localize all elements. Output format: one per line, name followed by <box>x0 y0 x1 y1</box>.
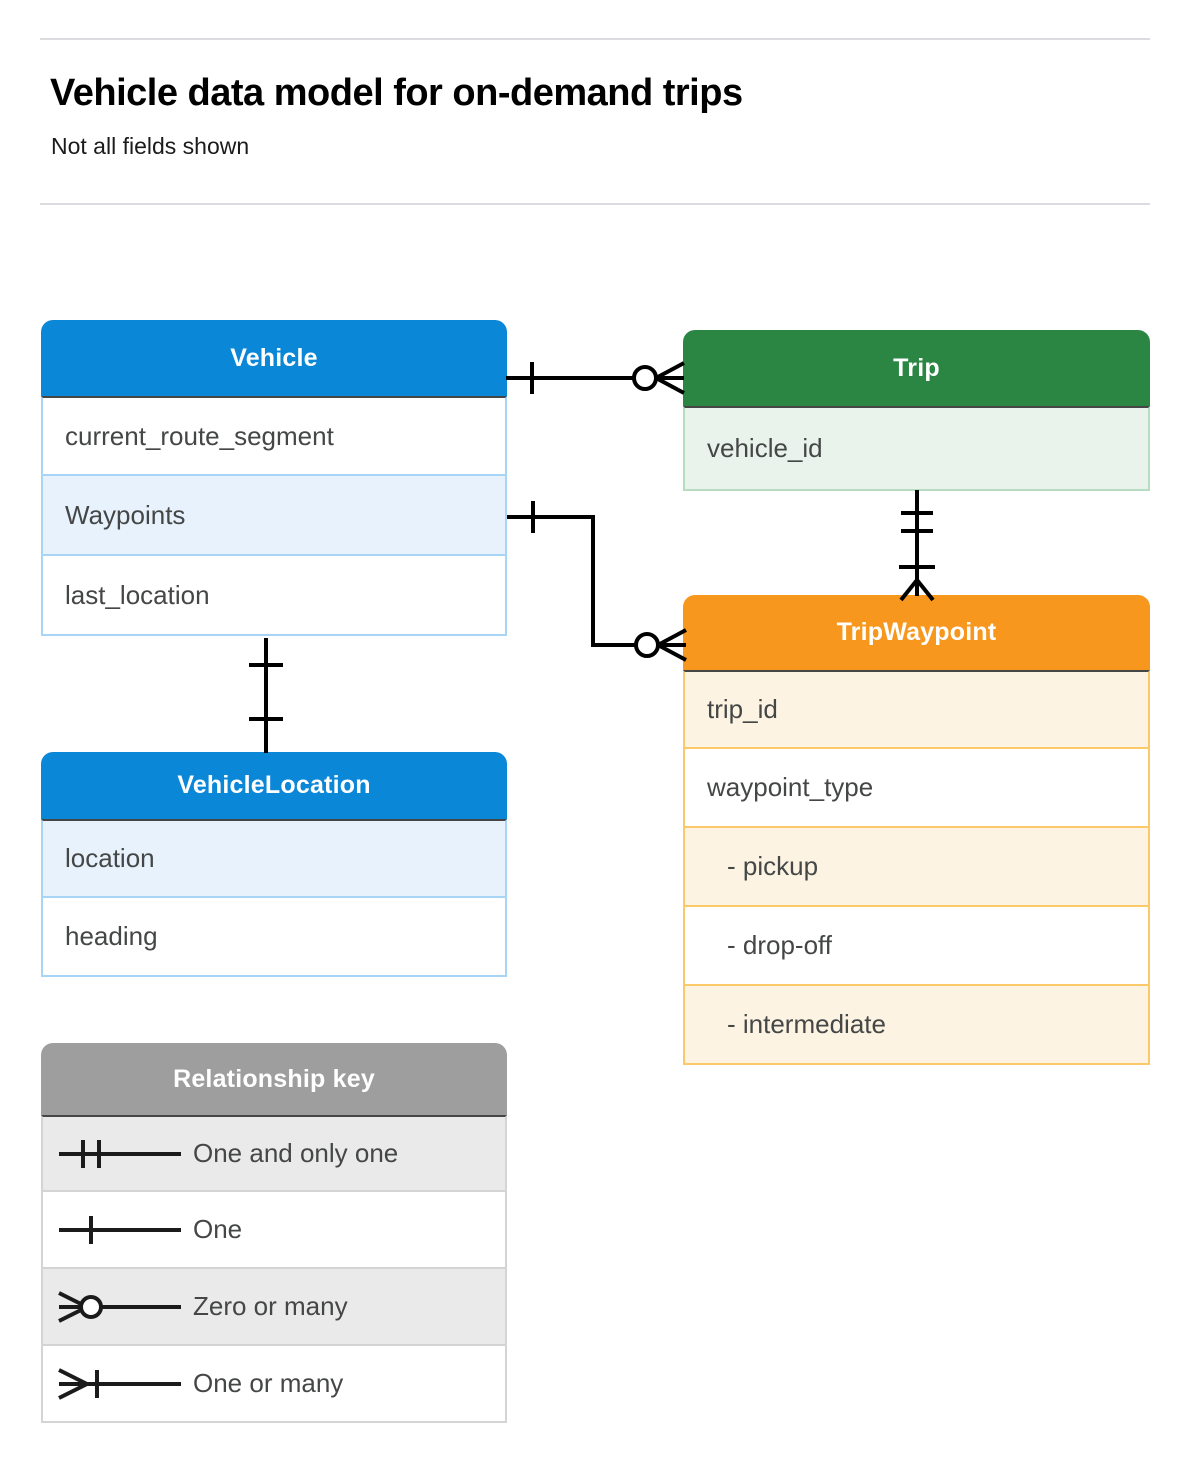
entity-vehiclelocation-field-heading[interactable]: heading <box>41 898 507 977</box>
legend-item-zero-or-many: Zero or many <box>41 1269 507 1346</box>
entity-vehicle-title: Vehicle <box>41 320 507 396</box>
legend-item-label: One and only one <box>193 1138 399 1168</box>
one-and-only-one-icon <box>43 1117 193 1190</box>
entity-vehicle-field-current-route-segment[interactable]: current_route_segment <box>41 396 507 476</box>
entity-tripwaypoint-field-waypoint-type[interactable]: waypoint_type <box>683 749 1150 828</box>
entity-tripwaypoint-field-trip-id[interactable]: trip_id <box>683 670 1150 749</box>
entity-vehiclelocation[interactable]: VehicleLocation location heading <box>41 752 507 977</box>
header-divider-bottom <box>40 203 1150 205</box>
entity-tripwaypoint-field-intermediate[interactable]: - intermediate <box>683 986 1150 1065</box>
one-icon <box>43 1192 193 1267</box>
entity-vehiclelocation-field-location[interactable]: location <box>41 819 507 898</box>
entity-vehicle-field-waypoints[interactable]: Waypoints <box>41 476 507 556</box>
relationship-vehicle-vehiclelocation <box>249 638 283 753</box>
entity-tripwaypoint-field-pickup[interactable]: - pickup <box>683 828 1150 907</box>
entity-trip-title: Trip <box>683 330 1150 406</box>
legend-item-label: One <box>193 1214 243 1244</box>
page-subtitle: Not all fields shown <box>51 133 250 159</box>
page-title: Vehicle data model for on-demand trips <box>50 72 743 114</box>
entity-trip-field-vehicle-id[interactable]: vehicle_id <box>683 406 1150 491</box>
one-or-many-icon <box>43 1346 193 1421</box>
relationship-vehicle-trip <box>506 361 685 395</box>
legend-item-label: One or many <box>193 1368 344 1398</box>
entity-vehicle[interactable]: Vehicle current_route_segment Waypoints … <box>41 320 507 636</box>
entity-vehicle-field-last-location[interactable]: last_location <box>41 556 507 636</box>
legend-item-one-and-only-one: One and only one <box>41 1115 507 1192</box>
entity-tripwaypoint-field-drop-off[interactable]: - drop-off <box>683 907 1150 986</box>
legend-relationship-key: Relationship key One and only one One <box>41 1043 507 1423</box>
legend-title: Relationship key <box>41 1043 507 1115</box>
header-divider-top <box>40 38 1150 40</box>
relationship-trip-tripwaypoint <box>899 490 935 602</box>
entity-vehiclelocation-title: VehicleLocation <box>41 752 507 819</box>
relationship-waypoints-tripwaypoint <box>507 501 687 662</box>
legend-item-one-or-many: One or many <box>41 1346 507 1423</box>
entity-trip[interactable]: Trip vehicle_id <box>683 330 1150 491</box>
entity-tripwaypoint-title: TripWaypoint <box>683 595 1150 670</box>
legend-item-label: Zero or many <box>193 1291 348 1321</box>
zero-or-many-icon <box>43 1269 193 1344</box>
entity-tripwaypoint[interactable]: TripWaypoint trip_id waypoint_type - pic… <box>683 595 1150 1065</box>
legend-item-one: One <box>41 1192 507 1269</box>
